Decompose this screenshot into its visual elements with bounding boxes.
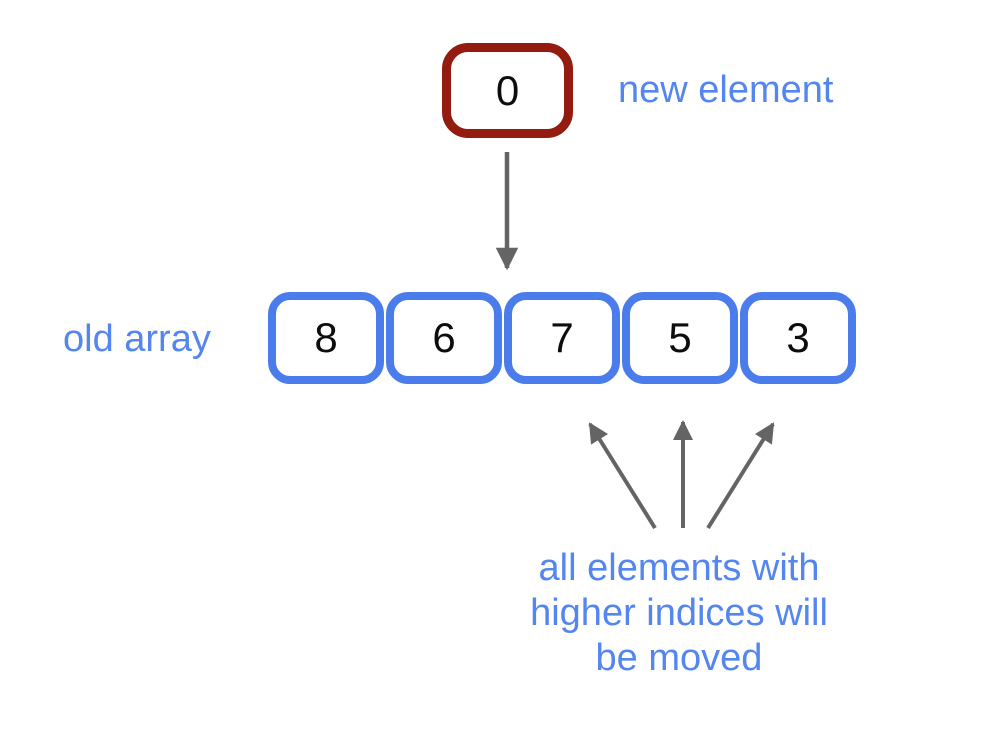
array-cell-1: 6 <box>386 292 502 384</box>
array-cell-2: 7 <box>504 292 620 384</box>
new-element-value: 0 <box>495 66 520 114</box>
old-array-row: 8 6 7 5 3 <box>268 292 856 384</box>
array-cell-value: 6 <box>432 314 456 361</box>
array-cell-value: 5 <box>668 314 692 361</box>
old-array-label: old array <box>63 318 211 360</box>
caption-line-3: be moved <box>595 637 763 679</box>
new-element-label: new element <box>618 69 834 111</box>
arrow-up-right-icon <box>706 422 775 530</box>
array-cell-value: 3 <box>786 314 810 361</box>
array-cell-value: 7 <box>550 314 574 361</box>
caption-line-2: higher indices will <box>530 592 828 634</box>
array-cell-3: 5 <box>622 292 738 384</box>
array-cell-value: 8 <box>314 314 338 361</box>
array-cell-0: 8 <box>268 292 384 384</box>
caption-line-1: all elements with <box>538 547 820 589</box>
arrow-up-left-icon <box>588 422 657 530</box>
caption-text: all elements with higher indices will be… <box>478 546 880 681</box>
new-element-box: 0 <box>442 43 573 138</box>
array-cell-4: 3 <box>740 292 856 384</box>
